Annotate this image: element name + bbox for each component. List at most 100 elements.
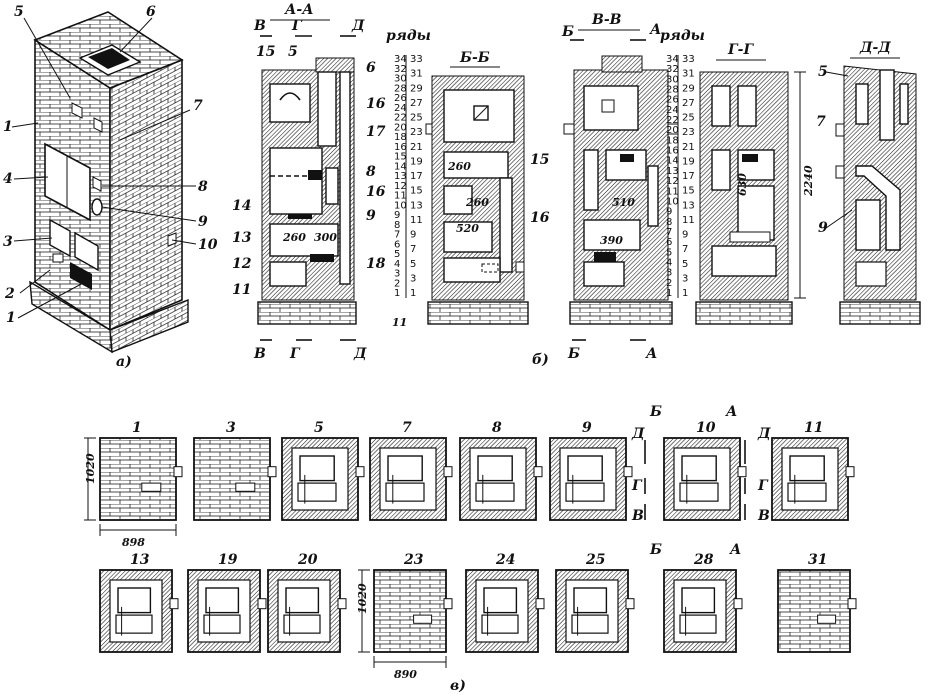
svg-text:510: 510 (612, 196, 635, 209)
row-number: 27 (410, 98, 423, 109)
section-dd: Д-Д 5 7 9 (816, 40, 921, 325)
callout-4: 4 (3, 171, 13, 187)
row-number: 21 (410, 142, 423, 153)
row-number: 13 (410, 200, 423, 211)
svg-text:Б: Б (567, 346, 580, 362)
svg-text:Б: Б (649, 404, 662, 420)
view-v-label: в) (450, 678, 466, 694)
row-number: 25 (682, 113, 695, 124)
callout-1-upper: 1 (3, 119, 13, 135)
view-a-label: а) (116, 354, 132, 370)
svg-text:15: 15 (256, 44, 275, 60)
row-number: 32 (666, 64, 679, 75)
svg-text:Г: Г (631, 478, 643, 494)
row-number: 7 (666, 227, 672, 238)
svg-text:7: 7 (816, 114, 826, 130)
course-plan-10: 10 (663, 420, 747, 521)
section-bb: Б-Б 260 260 520 15 16 (425, 50, 550, 325)
svg-text:5: 5 (818, 64, 828, 80)
callout-5: 5 (14, 4, 24, 20)
stove-plinth-side (109, 298, 189, 353)
row-number: 33 (410, 54, 423, 65)
row-number: 31 (410, 69, 423, 80)
row-number: 17 (410, 171, 423, 182)
course-plan-7: 7 (369, 420, 453, 521)
svg-text:6: 6 (366, 60, 376, 76)
svg-text:260: 260 (447, 160, 471, 173)
row-number: 2 (394, 278, 400, 289)
section-vv: В-В Б А 510 390 Б А (561, 12, 679, 362)
vv-plinth (569, 301, 673, 325)
row-number: 19 (410, 156, 423, 167)
row-number: 9 (682, 230, 688, 241)
row-number: 5 (410, 259, 416, 270)
course-plan-8: 8 (459, 420, 543, 521)
row-number: 7 (410, 244, 416, 255)
row-number: 15 (410, 186, 423, 197)
row-number: 12 (666, 176, 679, 187)
row-number: 8 (666, 217, 672, 228)
svg-text:14: 14 (232, 198, 251, 214)
course-number: 1 (132, 420, 142, 436)
row-number: 1 (394, 288, 400, 299)
view-b-label: б) (532, 352, 549, 368)
dim-height-1020-top: 1020 (84, 453, 97, 484)
svg-text:Г: Г (289, 346, 301, 362)
row-number: 16 (666, 146, 679, 157)
svg-text:Г: Г (757, 478, 769, 494)
course-number: 8 (492, 420, 502, 436)
row-number: 28 (666, 85, 679, 96)
svg-text:В: В (757, 508, 770, 524)
row-number: 24 (666, 105, 679, 116)
row-number: 4 (394, 259, 400, 270)
row-number: 25 (410, 113, 423, 124)
row-number: 34 (666, 54, 679, 65)
svg-text:А: А (725, 404, 737, 420)
row-number: 29 (410, 83, 423, 94)
course-plan-1: 1 (99, 420, 183, 521)
course-number: 11 (804, 420, 823, 436)
svg-text:Д: Д (353, 346, 367, 362)
row-number: 18 (394, 132, 407, 143)
gg-plinth (695, 301, 793, 325)
course-number: 25 (585, 552, 605, 568)
svg-text:2240: 2240 (802, 165, 815, 197)
row-number: 5 (394, 249, 400, 260)
callout-7: 7 (193, 98, 203, 114)
svg-text:16: 16 (366, 184, 386, 200)
svg-text:В: В (253, 18, 266, 34)
course-plan-24: 24 (465, 552, 545, 653)
svg-text:А: А (729, 542, 741, 558)
row-number: 22 (394, 113, 407, 124)
damper-handle (91, 198, 103, 216)
row-number: 3 (666, 268, 672, 279)
course-plan-31: 31 (777, 552, 857, 653)
row-number: 13 (394, 171, 407, 182)
row-number: 14 (666, 156, 679, 167)
svg-text:8: 8 (366, 164, 376, 180)
row-number: 32 (394, 64, 407, 75)
row-number: 23 (682, 127, 695, 138)
svg-text:В: В (631, 508, 644, 524)
course-number: 9 (582, 420, 592, 436)
row-number: 8 (394, 220, 400, 231)
row-number: 26 (394, 93, 407, 104)
row-number: 9 (394, 210, 400, 221)
dd-plinth (839, 301, 921, 325)
svg-text:520: 520 (456, 222, 479, 235)
svg-text:9: 9 (818, 220, 828, 236)
bb-plinth (427, 301, 529, 325)
svg-text:Д: Д (631, 426, 645, 442)
svg-text:ряды: ряды (660, 28, 705, 44)
ash-pit-door (70, 262, 92, 290)
svg-text:11: 11 (232, 282, 251, 298)
course-number: 5 (314, 420, 324, 436)
row-number: 2 (666, 278, 672, 289)
row-number: 11 (666, 186, 679, 197)
row-number: 3 (682, 273, 688, 284)
course-number: 19 (218, 552, 238, 568)
section-gg-title: Г-Г (727, 42, 754, 58)
callout-8: 8 (198, 179, 208, 195)
callout-1-lower: 1 (6, 310, 16, 326)
